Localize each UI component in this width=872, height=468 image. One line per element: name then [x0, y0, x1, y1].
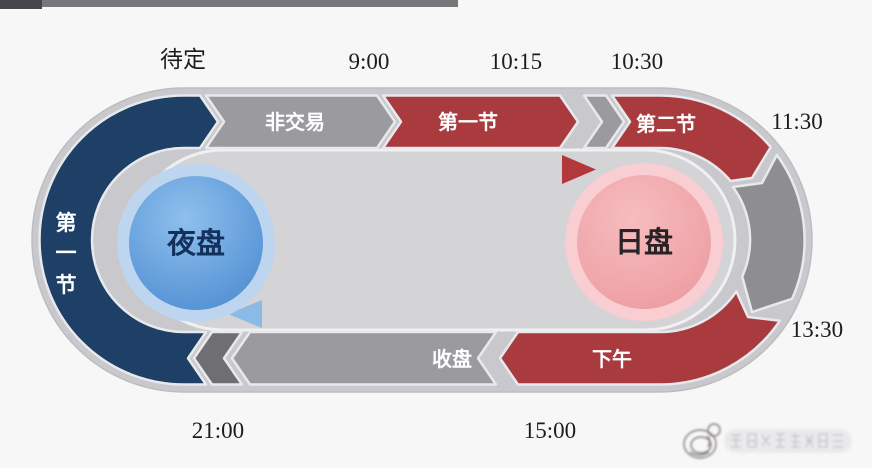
segment-day-session1 — [381, 94, 580, 150]
time-labels: 待定 9:00 10:15 10:30 11:30 13:30 15:00 21… — [160, 47, 843, 443]
segment-band — [38, 94, 806, 386]
night-session1-char-2: 一 — [56, 241, 77, 265]
sketch-doodle-icon — [683, 423, 721, 459]
night-node: 夜盘 — [117, 164, 275, 322]
segment-afternoon — [498, 290, 782, 386]
watermark — [683, 423, 852, 459]
night-node-label: 夜盘 — [166, 226, 225, 260]
day-session2-label: 第二节 — [636, 112, 696, 136]
arrow-day-to-night-head-icon — [228, 300, 262, 328]
day-node-circle — [577, 175, 711, 309]
time-label-1015: 10:15 — [490, 49, 542, 74]
segment-labels: 非交易 第一节 第二节 收盘 下午 第 一 节 — [56, 110, 697, 371]
watermark-text-blurred — [724, 429, 852, 453]
time-label-2100: 21:00 — [192, 418, 244, 443]
afternoon-label: 下午 — [592, 347, 632, 371]
non-trading-label: 非交易 — [265, 110, 325, 134]
day-node: 日盘 — [565, 163, 723, 321]
time-label-1130: 11:30 — [771, 109, 823, 134]
segment-interval — [582, 94, 626, 150]
night-session1-char-1: 第 — [56, 211, 77, 235]
night-session1-label: 第 一 节 — [56, 211, 77, 297]
day-node-label: 日盘 — [615, 225, 673, 259]
segment-non-trading — [204, 94, 397, 150]
flow-arrows — [228, 155, 606, 328]
time-label-tbd: 待定 — [160, 47, 206, 72]
day-session1-label: 第一节 — [438, 110, 498, 134]
segment-night-session1 — [38, 94, 220, 386]
arrow-night-to-day-head-icon — [562, 155, 596, 184]
time-label-1500: 15:00 — [524, 418, 576, 443]
closing-label: 收盘 — [432, 347, 472, 371]
time-label-0900: 9:00 — [349, 49, 390, 74]
night-session1-char-3: 节 — [56, 273, 77, 297]
segment-lunch-break — [731, 153, 806, 314]
top-edge-artifact — [0, 0, 458, 7]
night-node-circle — [129, 176, 263, 310]
time-label-1330: 13:30 — [791, 317, 843, 342]
top-corner-artifact — [0, 0, 42, 9]
segment-closing-chevron — [192, 330, 244, 386]
segment-day-session2 — [610, 94, 772, 183]
time-label-1030: 10:30 — [611, 49, 663, 74]
segment-closing — [230, 330, 498, 386]
